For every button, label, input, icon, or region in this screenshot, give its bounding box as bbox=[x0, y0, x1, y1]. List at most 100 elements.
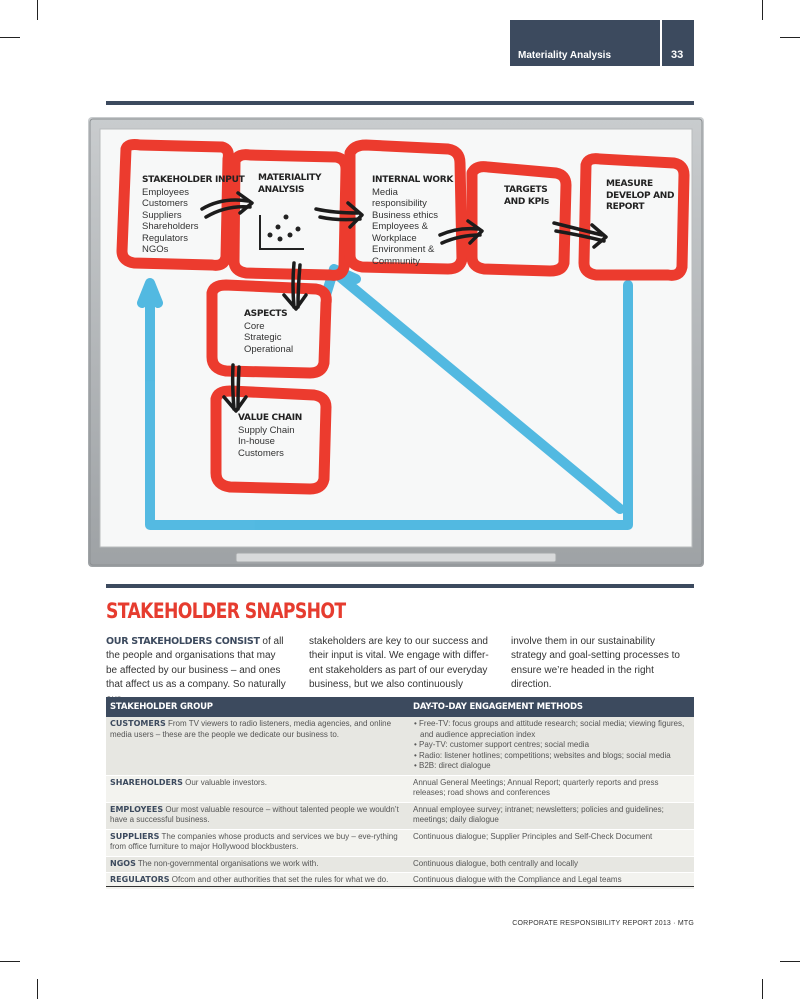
methods-cell: Continuous dialogue with the Compliance … bbox=[409, 872, 694, 890]
group-desc: The companies whose products and service… bbox=[110, 831, 398, 852]
wb-title: TARGETS bbox=[504, 185, 548, 195]
group-desc: From TV viewers to radio listeners, medi… bbox=[110, 719, 392, 739]
stakeholder-input-label: STAKEHOLDER INPUT Employees Customers Su… bbox=[142, 175, 245, 256]
wb-item: Supply Chain bbox=[238, 424, 295, 436]
wb-title: ANALYSIS bbox=[258, 184, 305, 195]
stakeholder-cell: SHAREHOLDERS Our valuable investors. bbox=[106, 775, 409, 803]
wb-item: Employees & bbox=[372, 221, 428, 232]
wb-item: Strategic bbox=[244, 332, 282, 343]
wb-item: Core bbox=[244, 320, 265, 332]
wb-title: REPORT bbox=[606, 202, 645, 212]
wb-title: VALUE CHAIN bbox=[238, 413, 303, 423]
red-boxes bbox=[116, 139, 690, 495]
section-heading: STAKEHOLDER SNAPSHOT bbox=[106, 599, 346, 623]
crop-mark bbox=[780, 37, 800, 38]
whiteboard-illustration: STAKEHOLDER INPUT Employees Customers Su… bbox=[88, 117, 704, 567]
wb-item: Employees bbox=[142, 186, 189, 198]
board-surface bbox=[99, 128, 693, 548]
top-rule bbox=[106, 101, 694, 105]
wb-item: Suppliers bbox=[142, 209, 182, 221]
value-chain-label: VALUE CHAIN Supply Chain In-house Custom… bbox=[238, 413, 302, 459]
table-row: REGULATORS Ofcom and other authorities t… bbox=[106, 872, 694, 890]
crop-mark bbox=[762, 979, 763, 999]
wb-item: Shareholders bbox=[142, 221, 199, 232]
stakeholder-cell: NGOS The non-governmental organisations … bbox=[106, 856, 409, 873]
wb-title: INTERNAL WORK bbox=[372, 175, 454, 185]
wb-item: Media bbox=[372, 186, 398, 198]
section-title: Materiality Analysis bbox=[518, 50, 612, 61]
methods-cell: Continuous dialogue, both centrally and … bbox=[409, 856, 694, 873]
crop-mark bbox=[0, 961, 20, 962]
stakeholder-input-title: STAKEHOLDER INPUT bbox=[142, 175, 245, 185]
group-desc: Our most valuable resource – without tal… bbox=[110, 804, 399, 825]
stakeholder-cell: EMPLOYEES Our most valuable resource – w… bbox=[106, 802, 409, 830]
aspects-label: ASPECTS Core Strategic Operational bbox=[244, 309, 293, 355]
targets-label: TARGETS AND KPIs bbox=[504, 185, 549, 208]
section-tab: Materiality Analysis bbox=[510, 20, 660, 66]
crop-mark bbox=[37, 979, 38, 999]
wb-title: DEVELOP AND bbox=[606, 190, 675, 201]
table-header-row: STAKEHOLDER GROUP DAY-TO-DAY ENGAGEMENT … bbox=[106, 697, 694, 717]
table-row: EMPLOYEES Our most valuable resource – w… bbox=[106, 802, 694, 830]
marker-tray bbox=[235, 552, 557, 563]
intro-column-2: stakeholders are key to our success and … bbox=[309, 636, 489, 691]
black-arrows bbox=[200, 191, 608, 413]
internal-work-label: INTERNAL WORK Media responsibility Busin… bbox=[372, 175, 453, 267]
group-name: SUPPLIERS bbox=[110, 831, 160, 841]
column-header: DAY-TO-DAY ENGAGEMENT METHODS bbox=[409, 697, 694, 717]
group-name: REGULATORS bbox=[110, 875, 170, 884]
group-desc: Our valuable investors. bbox=[182, 777, 267, 787]
intro-column-3: involve them in our sustainability strat… bbox=[511, 636, 680, 691]
crop-mark bbox=[0, 37, 20, 38]
wb-item: Environment & bbox=[372, 244, 435, 255]
intro-lead: OUR STAKEHOLDERS CONSIST bbox=[106, 636, 260, 647]
methods-cell: Continuous dialogue; Supplier Principles… bbox=[409, 829, 694, 857]
page-number: 33 bbox=[671, 49, 684, 61]
page-number-tab: 33 bbox=[662, 20, 694, 66]
method-item: • B2B: direct dialogue bbox=[414, 761, 491, 770]
stakeholder-cell: SUPPLIERS The companies whose products a… bbox=[106, 829, 409, 857]
engagement-table: STAKEHOLDER GROUP DAY-TO-DAY ENGAGEMENT … bbox=[106, 697, 694, 890]
wb-item: Business ethics bbox=[372, 209, 439, 221]
page-footer: CORPORATE RESPONSIBILITY REPORT 2013 · M… bbox=[512, 920, 694, 927]
wb-item: Workplace bbox=[372, 232, 417, 244]
method-item: • Pay-TV: customer support centres; soci… bbox=[414, 740, 590, 749]
group-name: NGOS bbox=[110, 858, 136, 868]
group-name: CUSTOMERS bbox=[110, 719, 166, 728]
table-row: SUPPLIERS The companies whose products a… bbox=[106, 829, 694, 857]
method-item: • Radio: listener hotlines; competitions… bbox=[414, 750, 671, 760]
whiteboard-drawing bbox=[88, 117, 704, 567]
crop-mark bbox=[762, 0, 763, 20]
column-header: STAKEHOLDER GROUP bbox=[106, 697, 409, 717]
methods-cell: Annual General Meetings; Annual Report; … bbox=[409, 775, 694, 803]
wb-title: AND KPIs bbox=[504, 196, 549, 207]
table-bottom-rule bbox=[106, 886, 694, 887]
methods-cell: Annual employee survey; intranet; newsle… bbox=[409, 802, 694, 830]
wb-item: Customers bbox=[238, 447, 284, 459]
wb-item: Customers bbox=[142, 198, 188, 209]
wb-item: Regulators bbox=[142, 232, 188, 244]
stakeholder-cell: REGULATORS Ofcom and other authorities t… bbox=[106, 872, 409, 890]
table-row: SHAREHOLDERS Our valuable investors. Ann… bbox=[106, 775, 694, 803]
scatter-plot-icon bbox=[259, 214, 304, 250]
wb-title: MEASURE bbox=[606, 179, 653, 189]
group-name: EMPLOYEES bbox=[110, 804, 164, 814]
blue-feedback-loop bbox=[137, 264, 633, 530]
table-row: NGOS The non-governmental organisations … bbox=[106, 856, 694, 873]
methods-cell: • Free-TV: focus groups and attitude res… bbox=[409, 717, 694, 776]
crop-mark bbox=[37, 0, 38, 20]
mid-rule bbox=[106, 584, 694, 588]
wb-title: MATERIALITY bbox=[258, 173, 322, 183]
group-desc: Ofcom and other authorities that set the… bbox=[169, 875, 389, 884]
method-item: • Free-TV: focus groups and attitude res… bbox=[414, 719, 685, 739]
wb-item: In-house bbox=[238, 436, 275, 447]
wb-item: NGOs bbox=[142, 244, 169, 255]
measure-label: MEASURE DEVELOP AND REPORT bbox=[606, 179, 675, 214]
group-desc: The non-governmental organisations we wo… bbox=[135, 858, 319, 868]
wb-item: Community bbox=[372, 255, 421, 267]
table-row: CUSTOMERS From TV viewers to radio liste… bbox=[106, 717, 694, 776]
group-name: SHAREHOLDERS bbox=[110, 777, 183, 787]
wb-item: responsibility bbox=[372, 198, 427, 209]
materiality-analysis-label: MATERIALITY ANALYSIS bbox=[258, 173, 322, 196]
crop-mark bbox=[780, 961, 800, 962]
